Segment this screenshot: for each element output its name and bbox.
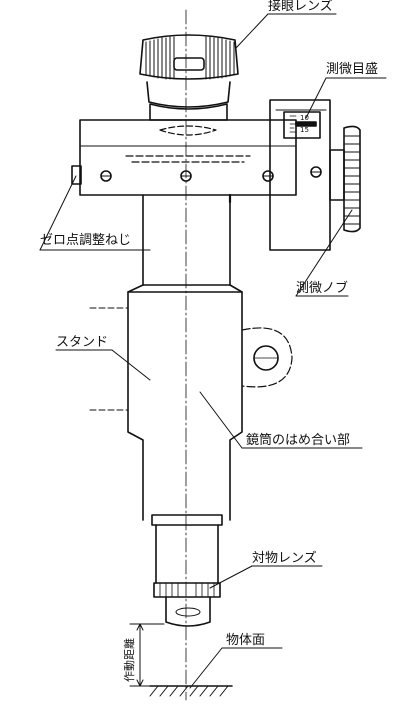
working-distance-label: 作動距離 (123, 638, 136, 682)
stand-label: スタンド (56, 335, 109, 350)
eyepiece-label: 接眼レンズ (268, 0, 333, 14)
micrometer-knob (343, 125, 361, 233)
scale-number-15: 15 (300, 126, 309, 134)
body-block (71, 119, 297, 196)
leader-lines (39, 13, 387, 689)
lower-tube (151, 514, 223, 627)
stand (89, 284, 293, 521)
objective-ring (153, 582, 221, 598)
working-distance-dimension (129, 623, 187, 687)
zero-adjust-screw (71, 165, 82, 185)
micrometer-scale-label: 測微目盛 (326, 62, 379, 77)
zero-adjust-screw-label: ゼロ点調整ねじ (40, 233, 132, 248)
objective-label: 対物レンズ (252, 551, 317, 566)
tube-fit-label: 鏡筒のはめ合い部 (246, 433, 351, 448)
micrometer-assembly (269, 99, 361, 251)
eyepiece-assembly (139, 34, 239, 121)
upper-tube (142, 193, 232, 286)
stand-clamp (241, 327, 293, 388)
object-surface-label: 物体面 (226, 633, 266, 648)
micrometer-knob-label: 測微ノブ (296, 281, 349, 296)
scale-number-10: 10 (300, 114, 309, 122)
